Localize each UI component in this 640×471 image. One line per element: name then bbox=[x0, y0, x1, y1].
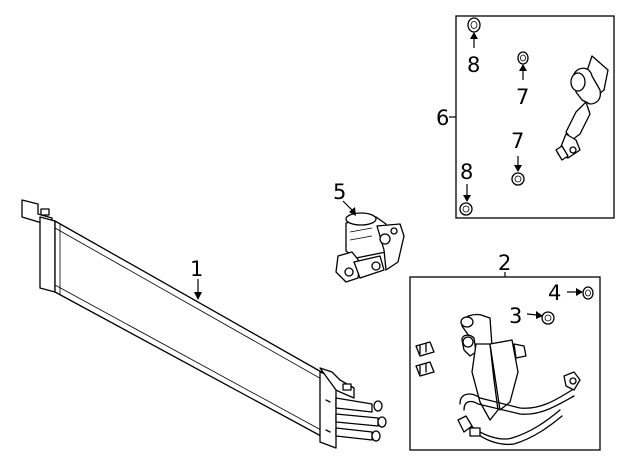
callout-6: 6 bbox=[436, 106, 449, 130]
callout-8-top: 8 bbox=[467, 53, 480, 77]
hose-assembly-part-2 bbox=[457, 313, 581, 446]
seal-part-7-bottom bbox=[511, 172, 525, 186]
valve-part-5 bbox=[335, 212, 405, 283]
group-box-6 bbox=[455, 15, 615, 219]
callout-1: 1 bbox=[190, 257, 203, 281]
cooler-part-1 bbox=[21, 199, 387, 449]
callout-8-lower: 8 bbox=[460, 160, 473, 184]
callout-4: 4 bbox=[548, 281, 561, 305]
hose-part-6 bbox=[555, 55, 609, 161]
clips-left bbox=[415, 341, 435, 377]
seal-part-4 bbox=[582, 286, 594, 300]
callout-7-lower: 7 bbox=[511, 129, 524, 153]
leaders bbox=[194, 32, 583, 319]
seal-part-3 bbox=[541, 311, 555, 325]
callout-2: 2 bbox=[498, 251, 511, 275]
callout-7-top: 7 bbox=[516, 85, 529, 109]
seal-part-8-bottom bbox=[459, 202, 473, 216]
seal-part-8-top bbox=[467, 17, 481, 33]
seal-part-7-top bbox=[517, 51, 529, 65]
callout-5: 5 bbox=[333, 180, 346, 204]
callout-3: 3 bbox=[509, 304, 522, 328]
